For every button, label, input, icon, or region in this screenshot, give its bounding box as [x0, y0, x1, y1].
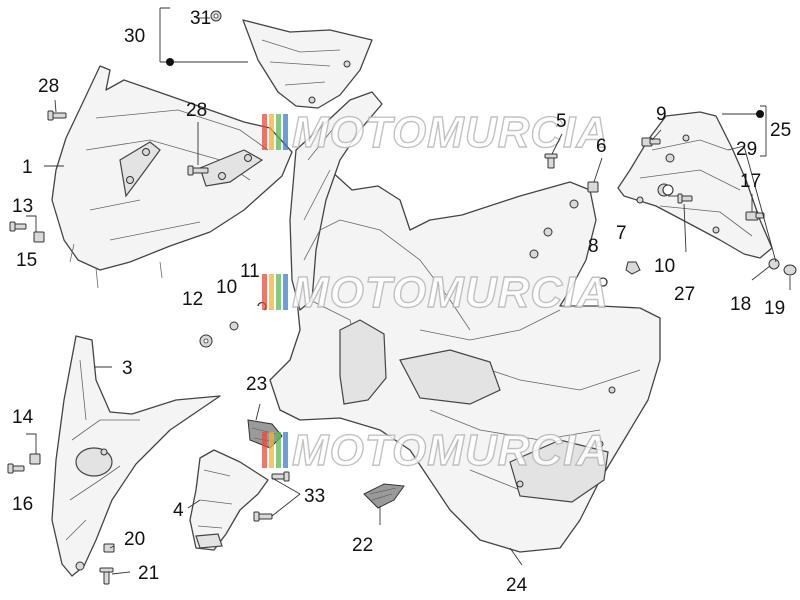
callout-4: 4: [173, 500, 184, 521]
watermark-stripe: [269, 432, 274, 468]
part-30-inner-panel: [242, 19, 373, 109]
inner-frame-strut: [289, 91, 383, 311]
part-14-clip: [33, 231, 45, 243]
part-15-clip: [29, 453, 41, 465]
part-23-screw: [677, 193, 693, 204]
watermark-stripe: [276, 274, 281, 310]
callout-labels: 31 30 28 28 1 13 15 12 10 11 3 23 14 16 …: [12, 8, 791, 596]
part-10-washer: [662, 184, 674, 196]
part-6-clip: [587, 181, 599, 193]
callout-15: 14: [12, 407, 34, 428]
part-17-screw: [7, 463, 25, 474]
watermark-top: MOTOMURCIA: [262, 107, 609, 158]
part-27-side-panel: [617, 111, 773, 259]
part-33-screw-upper: [271, 471, 290, 482]
watermark-stripe: [262, 114, 267, 150]
callout-14: 13: [12, 196, 33, 217]
callout-10: 10: [654, 256, 675, 277]
part-9-screw: [641, 137, 661, 147]
callout-7: 7: [616, 223, 627, 244]
part-21-clip: [103, 543, 115, 553]
callout-24: 22: [352, 535, 373, 556]
watermark-middle: MOTOMURCIA: [262, 267, 609, 318]
callout-31: 31: [190, 8, 211, 29]
watermark-stripe: [262, 432, 267, 468]
callout-13: 12: [182, 289, 203, 310]
callout-5: 5: [556, 111, 567, 132]
callout-23: 27: [674, 284, 695, 305]
part-28-screw-left: [47, 110, 67, 121]
callout-33: 33: [304, 486, 325, 507]
callout-1: 1: [22, 157, 33, 178]
callout-27: 25: [770, 120, 791, 141]
part-8-ring: [598, 277, 608, 287]
callout-21: 20: [124, 529, 145, 550]
part-26-leg-shield: [269, 169, 661, 553]
callout-12: 11: [240, 261, 260, 282]
leader-lines: [26, 7, 791, 575]
part-28-screw-right: [187, 165, 209, 176]
part-4-bracket: [189, 449, 269, 551]
bullet-dot: [756, 110, 764, 118]
part-7-washer: [625, 261, 641, 275]
callout-9: 9: [656, 104, 667, 125]
callout-11: 10: [216, 277, 237, 298]
part-20-cap: [783, 264, 797, 276]
callout-3: 3: [122, 358, 133, 379]
watermark-stripe: [269, 114, 274, 150]
watermark-stripe: [283, 432, 288, 468]
callout-28-right: 28: [186, 100, 207, 121]
callout-20: 19: [764, 298, 785, 319]
watermark-stripe: [283, 114, 288, 150]
part-24-grille: [363, 483, 405, 509]
part-3-lower-front-cover: [51, 335, 221, 577]
part-33-screw-lower: [253, 511, 273, 522]
watermark-stripe: [262, 274, 267, 310]
watermark-text: MOTOMURCIA: [292, 108, 609, 157]
callout-26: 24: [506, 575, 528, 596]
part-31-nut: [210, 10, 222, 22]
part-5-screw: [544, 153, 558, 169]
watermark-stripe: [276, 432, 281, 468]
part-18-screw: [745, 211, 765, 221]
callout-18: 17: [740, 171, 761, 192]
part-19-washer: [768, 258, 780, 270]
watermark-stripe: [276, 114, 281, 150]
callout-30: 30: [124, 26, 145, 47]
part-11-washer: [229, 321, 239, 331]
callout-28-left: 28: [38, 76, 59, 97]
bullet-dot: [166, 58, 174, 66]
watermark-stripe: [269, 274, 274, 310]
callout-19: 18: [730, 294, 751, 315]
callout-8: 8: [588, 236, 599, 257]
watermark-text: MOTOMURCIA: [292, 426, 609, 475]
watermark-text: MOTOMURCIA: [292, 268, 609, 317]
watermark-stripe: [283, 274, 288, 310]
callout-22: 21: [138, 563, 159, 584]
callout-16: 15: [16, 250, 37, 271]
part-22-screw: [99, 567, 114, 585]
callout-29: 29: [736, 139, 757, 160]
part-13-washer: [199, 334, 213, 348]
part-1-front-shield: [51, 65, 293, 289]
part-16-screw: [9, 221, 27, 232]
callout-25: 23: [246, 374, 267, 395]
callout-6: 6: [596, 136, 607, 157]
watermark-bottom: MOTOMURCIA: [262, 425, 609, 476]
callout-17: 16: [12, 494, 33, 515]
